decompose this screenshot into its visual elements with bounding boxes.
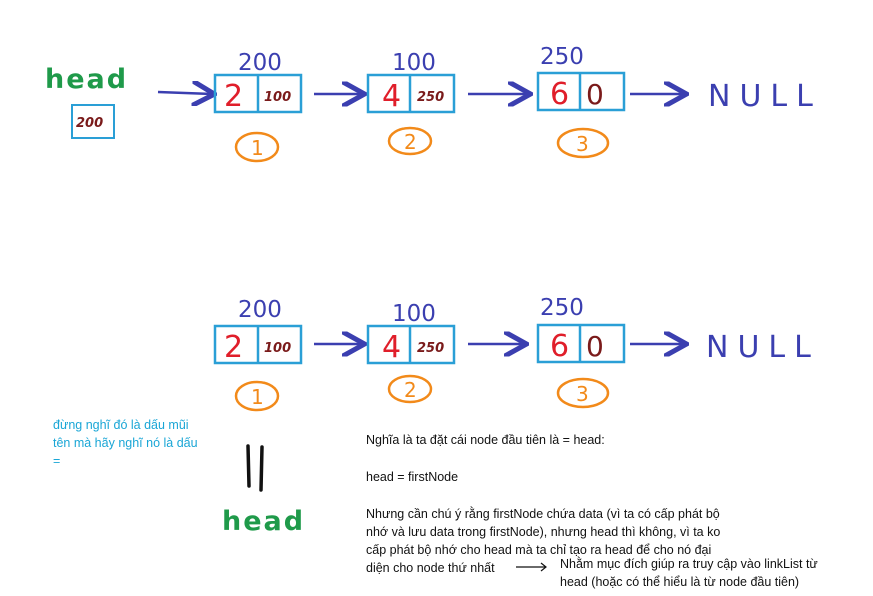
note-line-8: head (hoặc có thể hiểu là từ node đầu ti… xyxy=(560,575,800,589)
note-line-7: Nhằm mục đích giúp ra truy cập vào linkL… xyxy=(560,557,818,571)
node2-data: 4 xyxy=(382,79,401,114)
node3-index-circle xyxy=(556,127,610,159)
bottom-node2-index: 2 xyxy=(404,378,417,402)
bottom-node1-next: 100 xyxy=(264,341,291,356)
node3-index: 3 xyxy=(576,132,589,156)
bottom-node2-index-circle xyxy=(387,374,433,404)
note-line-1: Nghĩa là ta đặt cái node đầu tiên là = h… xyxy=(366,433,605,447)
note-line-2: head = firstNode xyxy=(366,470,459,484)
bottom-node3-next: 0 xyxy=(586,330,604,363)
node1-index-circle xyxy=(234,131,280,163)
node3-next: 0 xyxy=(586,78,604,111)
node2-box xyxy=(366,73,456,114)
null-label-top: NULL xyxy=(708,79,822,114)
node2-index-circle xyxy=(387,126,433,156)
note-arrow-head xyxy=(540,562,547,572)
node3-address: 250 xyxy=(540,44,584,70)
cyan-note: đừng nghĩ đó là dấu mũi tên mà hãy nghĩ … xyxy=(53,418,198,468)
bottom-node3-box xyxy=(536,323,626,364)
bottom-node1-box xyxy=(213,324,303,365)
head-pointer-value: 200 xyxy=(76,116,103,131)
bottom-node1-data: 2 xyxy=(224,330,243,365)
bottom-node3-index: 3 xyxy=(576,382,589,406)
bottom-node1-index: 1 xyxy=(251,385,264,409)
null-label-bottom: NULL xyxy=(706,330,820,365)
node1-index: 1 xyxy=(251,136,264,160)
node1-next: 100 xyxy=(264,90,291,105)
bottom-node2-next: 250 xyxy=(417,341,444,356)
note-line-5: cấp phát bộ nhớ cho head mà ta chỉ tạo r… xyxy=(366,543,712,557)
bottom-node3-index-circle xyxy=(556,377,610,409)
node2-next: 250 xyxy=(417,90,444,105)
bottom-node2-box xyxy=(366,324,456,365)
node1-box xyxy=(213,73,303,114)
bottom-node3-address: 250 xyxy=(540,295,584,321)
note-line-4: nhớ và lưu data trong firstNode), nhưng … xyxy=(366,525,721,539)
head-to-node1-arrow xyxy=(157,92,212,94)
bottom-node1-index-circle xyxy=(234,380,280,412)
head-pointer-box xyxy=(71,104,115,139)
node2-address: 100 xyxy=(392,50,436,76)
node3-data: 6 xyxy=(550,77,569,112)
head-label-top: head xyxy=(45,64,128,95)
head-label-bottom: head xyxy=(222,506,305,537)
node3-box xyxy=(536,71,626,112)
bottom-node2-data: 4 xyxy=(382,330,401,365)
node1-data: 2 xyxy=(224,79,243,114)
bottom-node2-address: 100 xyxy=(392,301,436,327)
equals-sign-vertical xyxy=(246,444,264,492)
node2-index: 2 xyxy=(404,130,417,154)
node1-address: 200 xyxy=(238,50,282,76)
bottom-node1-address: 200 xyxy=(238,297,282,323)
bottom-node3-data: 6 xyxy=(550,329,569,364)
note-line-6: diện cho node thứ nhất xyxy=(366,561,495,575)
note-line-3: Nhưng cần chú ý rằng firstNode chứa data… xyxy=(366,507,720,521)
